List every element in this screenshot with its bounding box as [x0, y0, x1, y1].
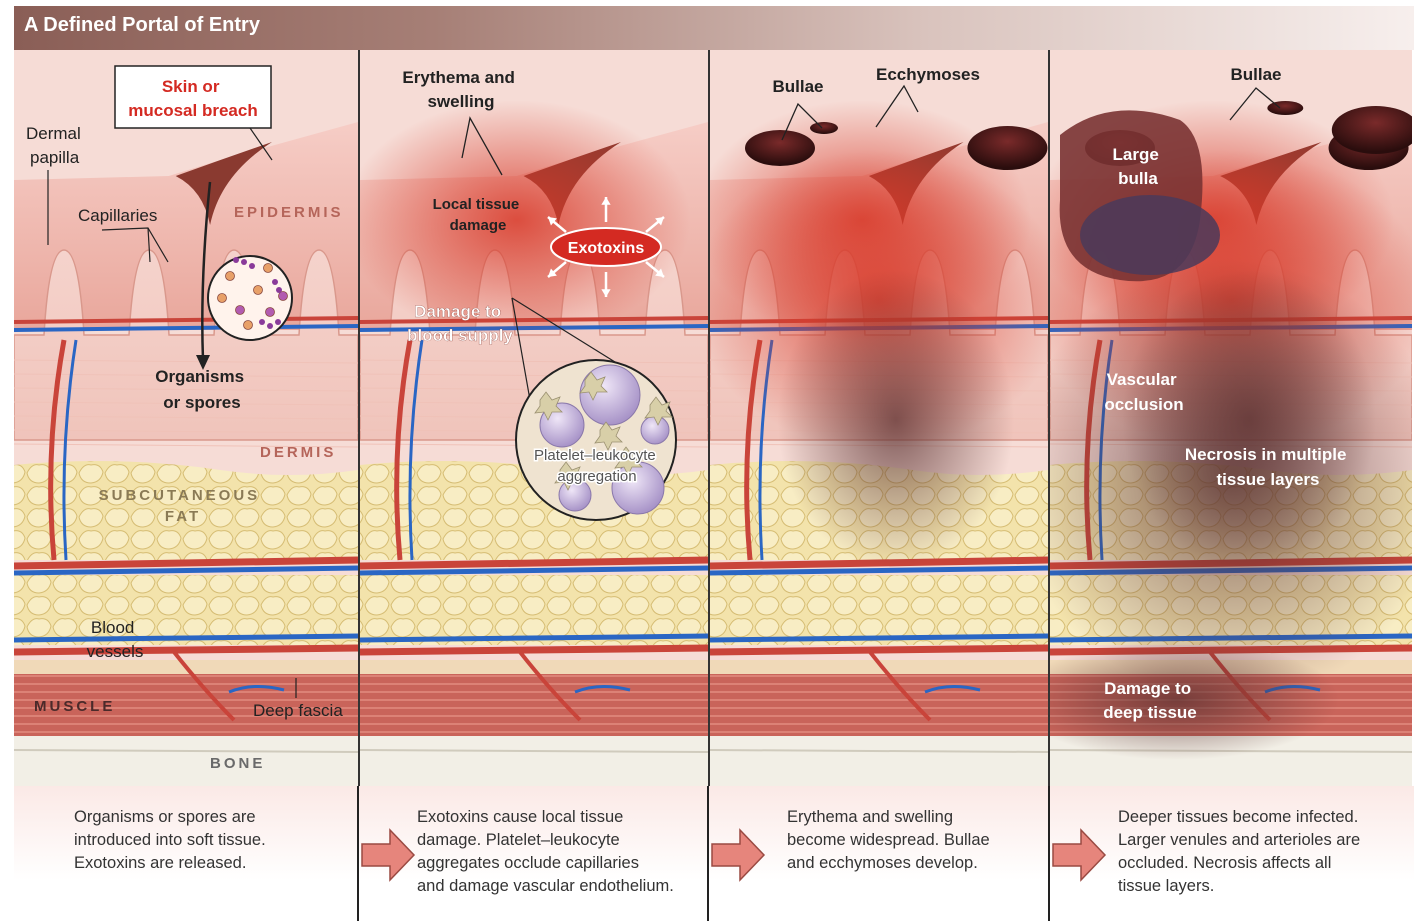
dermis-label: DERMIS	[260, 444, 336, 461]
tissue-panel-3	[693, 50, 1065, 786]
arrow-right-icon	[710, 828, 766, 882]
bullae-label-3: Bullae	[772, 77, 823, 96]
epidermis-label: EPIDERMIS	[234, 204, 344, 221]
bullae-label-4: Bullae	[1230, 65, 1281, 84]
muscle-label: MUSCLE	[34, 698, 115, 715]
divider-1	[357, 786, 359, 921]
divider-2	[707, 786, 709, 921]
ecchymoses-label: Ecchymoses	[876, 65, 980, 84]
tissue-panel-4	[1014, 50, 1419, 786]
capillaries-label: Capillaries	[78, 206, 157, 225]
caption-3: Erythema and swelling become widespread.…	[787, 806, 990, 875]
arrow-right-icon	[360, 828, 416, 882]
caption-2: Exotoxins cause local tissue damage. Pla…	[417, 806, 674, 898]
bone-label: BONE	[210, 755, 265, 772]
caption-4: Deeper tissues become infected. Larger v…	[1118, 806, 1360, 898]
caption-row: Organisms or spores are introduced into …	[14, 786, 1414, 921]
deep-fascia-label: Deep fascia	[253, 701, 343, 720]
exotoxins-label: Exotoxins	[568, 240, 645, 257]
caption-1: Organisms or spores are introduced into …	[74, 806, 266, 875]
divider-3	[1048, 786, 1050, 921]
arrow-right-icon	[1051, 828, 1107, 882]
